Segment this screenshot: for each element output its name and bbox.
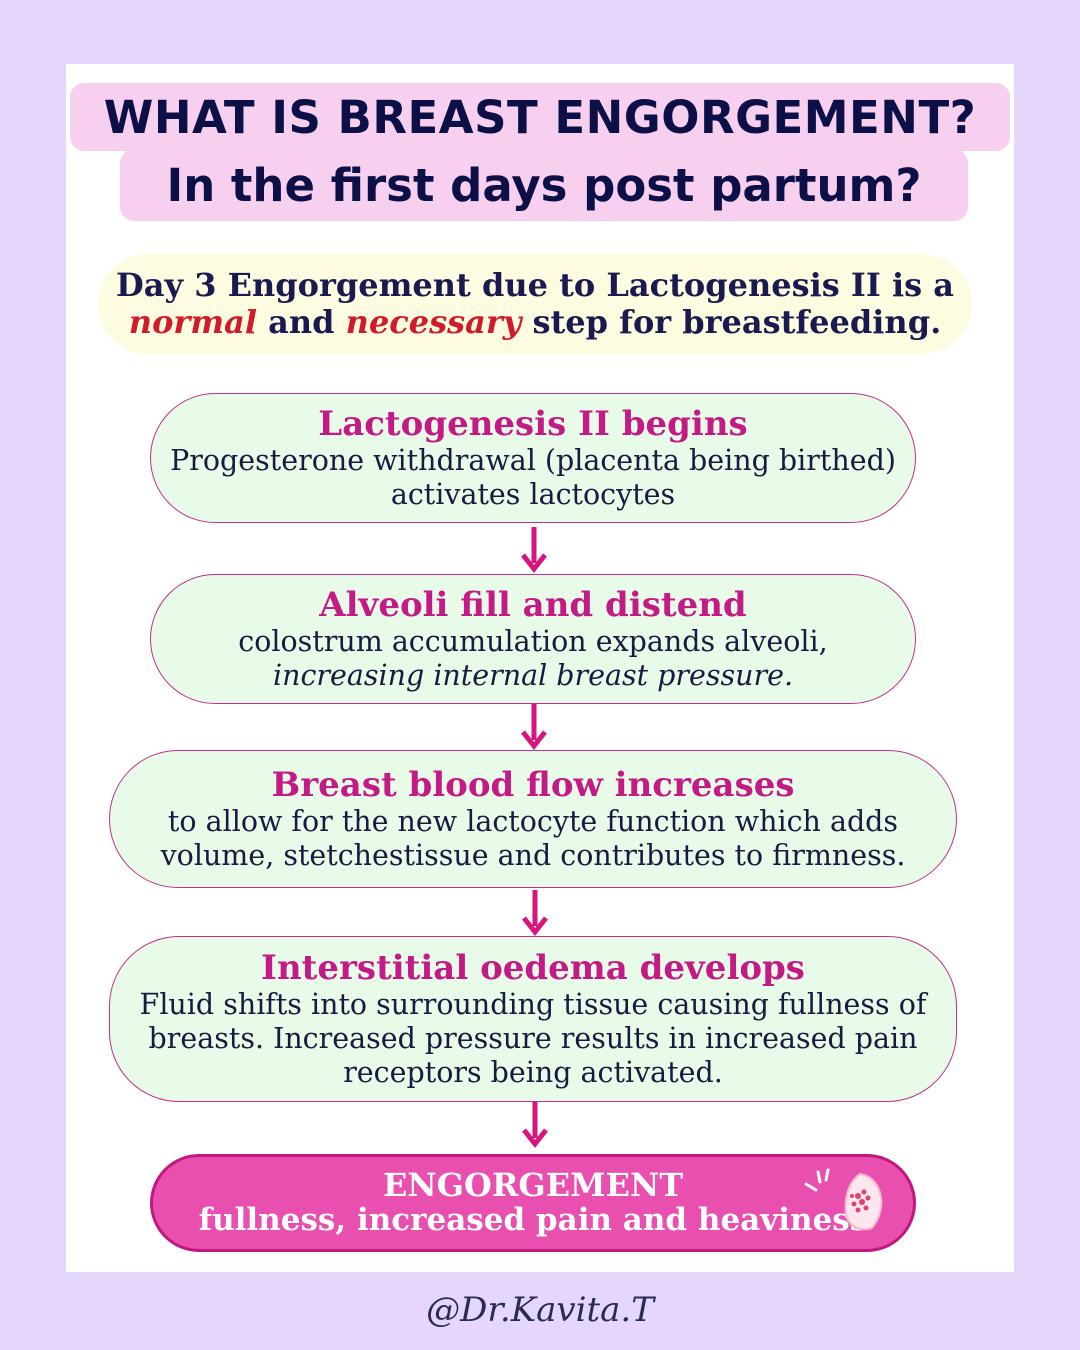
step-heading: Breast blood flow increases xyxy=(271,765,795,805)
intro-tail: step for breastfeeding. xyxy=(532,303,942,341)
step-body-line: Progesterone withdrawal (placenta being … xyxy=(170,444,896,477)
title-line-2: In the first days post partum? xyxy=(120,149,968,221)
intro-line-2: normal and necessary step for breastfeed… xyxy=(98,304,972,341)
title-line-1: WHAT IS BREAST ENGORGEMENT? xyxy=(70,83,1010,151)
intro-connector: and xyxy=(268,303,335,341)
result-text: fullness, increased pain and heaviness xyxy=(198,1202,868,1238)
step-body-line: breasts. Increased pressure results in i… xyxy=(148,1022,918,1055)
step-blood-flow: Breast blood flow increases to allow for… xyxy=(109,750,957,888)
step-body-line: volume, stetchestissue and contributes t… xyxy=(160,839,906,872)
step-body-line: colostrum accumulation expands alveoli, xyxy=(238,625,828,658)
step-alveoli: Alveoli fill and distend colostrum accum… xyxy=(150,574,916,704)
author-credit: @Dr.Kavita.T xyxy=(426,1290,654,1330)
title-line-2-text: In the first days post partum? xyxy=(166,158,922,212)
step-oedema: Interstitial oedema develops Fluid shift… xyxy=(109,936,957,1102)
result-heading: ENGORGEMENT xyxy=(382,1166,684,1204)
arrow-down-icon xyxy=(521,704,547,751)
intro-line-1: Day 3 Engorgement due to Lactogenesis II… xyxy=(115,266,955,304)
step-heading: Interstitial oedema develops xyxy=(261,948,805,988)
arrow-down-icon xyxy=(522,890,548,937)
step-lactogenesis: Lactogenesis II begins Progesterone with… xyxy=(150,393,916,523)
step-body-line: receptors being activated. xyxy=(343,1056,723,1089)
breast-pain-icon xyxy=(804,1168,883,1231)
title-line-1-text: WHAT IS BREAST ENGORGEMENT? xyxy=(103,90,977,144)
step-body-line: to allow for the new lactocyte function … xyxy=(167,805,899,838)
arrow-down-icon xyxy=(522,1102,548,1149)
arrow-down-icon xyxy=(521,527,547,574)
step-body-line: activates lactocytes xyxy=(390,478,676,511)
step-body-line: increasing internal breast pressure. xyxy=(273,659,793,692)
engorgement-result: ENGORGEMENT fullness, increased pain and… xyxy=(150,1154,916,1252)
intro-emphasis-necessary: necessary xyxy=(345,303,522,341)
step-heading: Alveoli fill and distend xyxy=(319,585,747,625)
intro-statement: Day 3 Engorgement due to Lactogenesis II… xyxy=(98,254,972,354)
step-body-line: Fluid shifts into surrounding tissue cau… xyxy=(139,988,927,1021)
intro-emphasis-normal: normal xyxy=(128,303,258,341)
step-heading: Lactogenesis II begins xyxy=(318,404,748,444)
